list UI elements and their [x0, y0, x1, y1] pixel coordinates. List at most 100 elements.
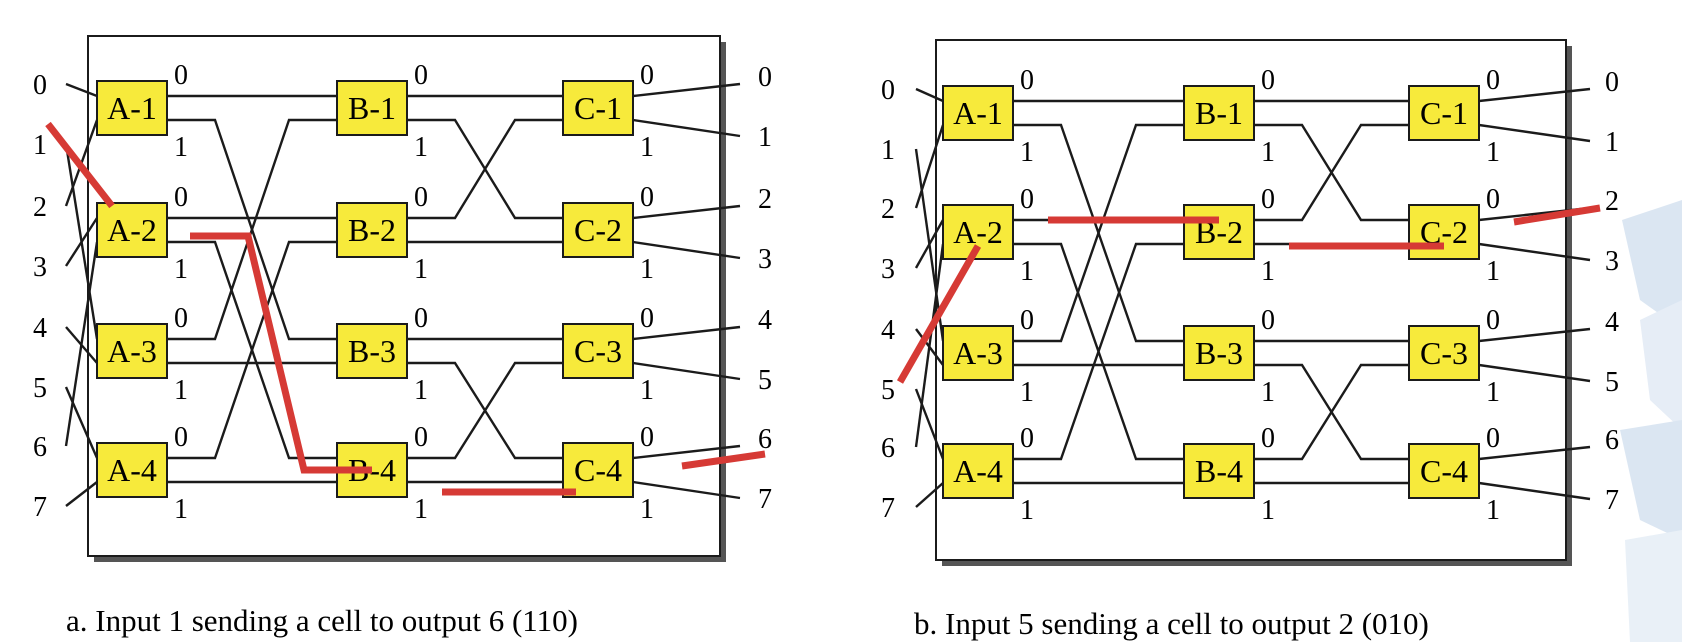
switch-port-label: 0 [1486, 305, 1500, 336]
output-wire [1478, 327, 1591, 343]
switch-port-label: 1 [1486, 137, 1500, 168]
output-wire [1478, 87, 1591, 103]
output-wire [1478, 123, 1591, 143]
switch-port-label: 0 [1261, 305, 1275, 336]
switch-port-label: 1 [1486, 377, 1500, 408]
output-port-label: 4 [758, 305, 772, 336]
switch-label: B-1 [1195, 95, 1243, 131]
output-port-label: 3 [758, 244, 772, 275]
output-port-label: 0 [1605, 67, 1619, 98]
input-port-label: 4 [33, 313, 47, 344]
switch-label: C-4 [574, 452, 622, 488]
switch-box [96, 323, 168, 379]
switch-label: A-3 [107, 333, 157, 369]
switch-label: C-3 [574, 333, 622, 369]
switch-label: C-4 [1420, 453, 1468, 489]
switch-port-label: 0 [640, 182, 654, 213]
switch-box [1183, 204, 1255, 260]
switch-port-label: 0 [174, 422, 188, 453]
output-port-label: 6 [758, 424, 772, 455]
switch-port-label: 1 [1261, 495, 1275, 526]
highlighted-route-segment [1513, 204, 1601, 226]
stage-bc-wire [1254, 123, 1409, 222]
stage-ab-wire [1013, 123, 1184, 343]
switch-port-label: 1 [1020, 495, 1034, 526]
input-wire [64, 217, 99, 267]
switch-port-label: 0 [640, 422, 654, 453]
input-port-label: 7 [33, 492, 47, 523]
input-port-label: 0 [881, 75, 895, 106]
switch-port-label: 1 [414, 132, 428, 163]
switch-box [336, 80, 408, 136]
switch-port-label: 1 [414, 494, 428, 525]
input-wire [64, 386, 99, 459]
input-wire [65, 481, 98, 507]
output-wire [632, 240, 741, 260]
switch-port-label: 1 [414, 375, 428, 406]
panel-b-caption: b. Input 5 sending a cell to output 2 (0… [914, 606, 1429, 641]
switch-label: B-2 [348, 212, 396, 248]
output-port-label: 2 [758, 184, 772, 215]
input-port-label: 7 [881, 493, 895, 524]
switch-box [562, 323, 634, 379]
switch-port-label: 0 [640, 303, 654, 334]
switch-port-label: 0 [1020, 184, 1034, 215]
switch-port-label: 1 [414, 254, 428, 285]
highlighted-route-segment [45, 121, 115, 209]
highlighted-route-segment [681, 450, 766, 470]
output-port-label: 7 [758, 484, 772, 515]
switch-label: A-3 [953, 335, 1003, 371]
switch-label: A-4 [107, 452, 157, 488]
switch-box [96, 442, 168, 498]
switch-port-label: 0 [1020, 305, 1034, 336]
panel-a: 0123456701234567A-101A-201A-301A-401B-10… [33, 35, 772, 562]
input-wire [64, 241, 99, 447]
output-port-label: 3 [1605, 246, 1619, 277]
input-wire [914, 219, 945, 269]
switch-label: C-1 [1420, 95, 1468, 131]
switch-port-label: 0 [174, 60, 188, 91]
switch-port-label: 1 [1020, 137, 1034, 168]
switch-label: A-2 [953, 214, 1003, 250]
panel-a-caption: a. Input 1 sending a cell to output 6 (1… [66, 603, 578, 638]
output-wire [632, 118, 741, 138]
switch-port-label: 0 [1020, 423, 1034, 454]
switch-box [562, 80, 634, 136]
input-port-label: 3 [881, 254, 895, 285]
switch-port-label: 0 [640, 60, 654, 91]
switch-port-label: 0 [1261, 65, 1275, 96]
input-port-label: 1 [33, 130, 47, 161]
output-port-label: 1 [758, 122, 772, 153]
switch-port-label: 1 [174, 375, 188, 406]
switch-port-label: 0 [414, 303, 428, 334]
input-port-label: 6 [881, 433, 895, 464]
input-wire [914, 243, 945, 448]
input-port-label: 5 [33, 373, 47, 404]
decorative-corner-graphic [1620, 200, 1682, 642]
input-wire [914, 388, 945, 460]
switch-label: A-2 [107, 212, 157, 248]
stage-ab-wire [167, 118, 337, 341]
switch-label: B-1 [348, 90, 396, 126]
switch-port-label: 1 [1261, 137, 1275, 168]
switch-box [336, 202, 408, 258]
switch-port-label: 0 [1486, 423, 1500, 454]
output-wire [632, 480, 741, 500]
output-port-label: 2 [1605, 186, 1619, 217]
switch-port-label: 1 [174, 254, 188, 285]
switch-label: C-2 [574, 212, 622, 248]
output-wire [1478, 481, 1591, 501]
output-wire [1478, 445, 1591, 461]
output-port-label: 4 [1605, 307, 1619, 338]
switch-box [1183, 325, 1255, 381]
input-wire [65, 82, 98, 98]
switch-port-label: 1 [640, 494, 654, 525]
switch-port-label: 1 [1020, 377, 1034, 408]
input-port-label: 1 [881, 135, 895, 166]
switch-port-label: 1 [1020, 256, 1034, 287]
switch-port-label: 1 [1261, 256, 1275, 287]
switch-box [336, 323, 408, 379]
switch-port-label: 1 [174, 494, 188, 525]
switch-box [96, 80, 168, 136]
switch-box [1408, 325, 1480, 381]
